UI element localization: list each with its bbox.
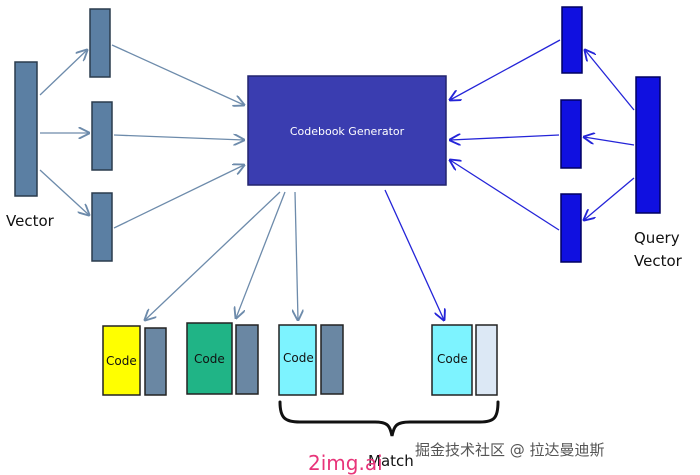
- code-label: Code: [437, 352, 468, 366]
- site-watermark: 掘金技术社区 @ 拉达曼迪斯: [415, 441, 605, 459]
- codebook-generator-box: [247, 75, 447, 186]
- code-box: [278, 324, 317, 396]
- query-to-generator-arrow-2: [450, 135, 560, 140]
- code-block-1: Code: [102, 325, 167, 396]
- generator-to-code-arrow-1: [145, 191, 281, 320]
- query-label-line1: Query: [634, 229, 680, 247]
- generator-to-code-arrow-2: [236, 191, 286, 318]
- source-vector-bar: [14, 61, 38, 197]
- split-arrow-1: [39, 50, 87, 96]
- sub-vector-bar-3: [91, 192, 113, 262]
- code-box: [186, 322, 233, 395]
- query-sub-vector-bar-1: [561, 6, 583, 74]
- code-label: Code: [106, 354, 137, 368]
- query-split-arrow-3: [584, 177, 635, 220]
- query-split-arrow-1: [585, 50, 635, 111]
- query-label-line2: Vector: [634, 252, 683, 270]
- generator-to-code-arrow-4: [384, 189, 444, 320]
- code-block-2: Code: [186, 322, 259, 395]
- code-side-bar: [475, 324, 498, 396]
- code-side-bar: [144, 327, 167, 396]
- query-split-arrow-2: [584, 137, 635, 146]
- query-to-generator-arrow-3: [450, 160, 560, 231]
- code-box: [431, 324, 473, 396]
- match-brace: [278, 400, 500, 437]
- sub-vector-bar-1: [89, 8, 111, 78]
- img-watermark: 2img.ai: [308, 451, 383, 475]
- match-label: Match: [368, 452, 414, 470]
- code-box: [102, 325, 141, 396]
- vector-label: Vector: [6, 212, 55, 230]
- code-label: Code: [283, 351, 314, 365]
- code-block-3: Code: [278, 324, 344, 396]
- query-sub-vector-bar-2: [560, 99, 582, 169]
- sub-vector-bar-2: [91, 101, 113, 171]
- codebook-generator-label: Codebook Generator: [290, 125, 405, 138]
- code-side-bar: [235, 324, 259, 395]
- query-to-generator-arrow-1: [450, 39, 561, 100]
- code-side-bar: [320, 324, 344, 395]
- split-arrow-3: [39, 169, 89, 215]
- to-generator-arrow-1: [111, 44, 244, 105]
- to-generator-arrow-2: [113, 135, 244, 140]
- query-sub-vector-bar-3: [560, 193, 582, 263]
- query-vector-bar: [635, 76, 661, 214]
- code-label: Code: [194, 352, 225, 366]
- generator-to-code-arrow-3: [295, 191, 298, 320]
- code-block-4: Code: [431, 324, 498, 396]
- to-generator-arrow-3: [113, 165, 244, 229]
